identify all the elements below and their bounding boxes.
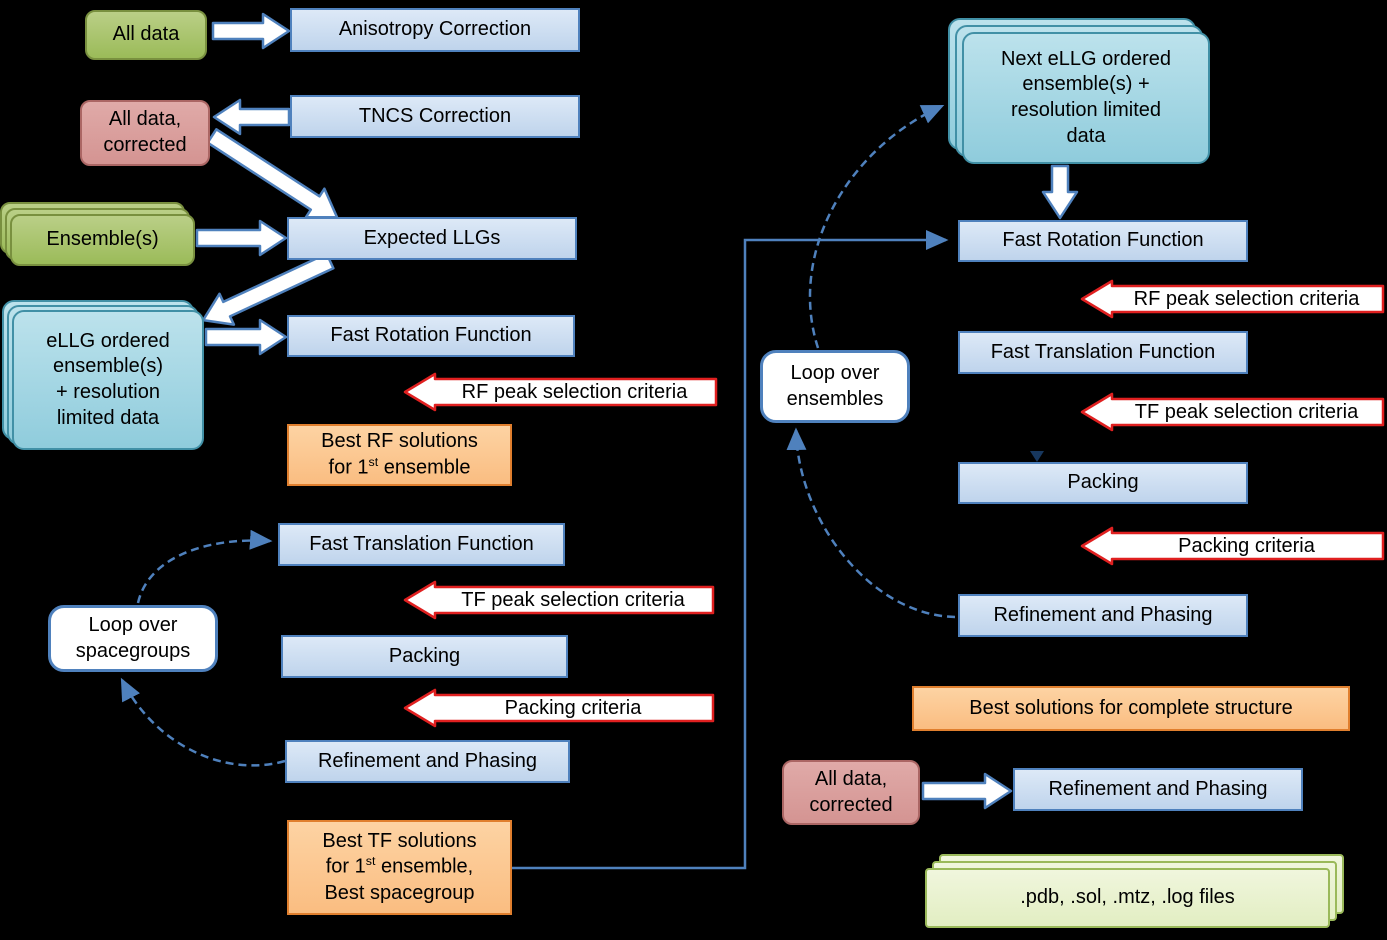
rf-peak-criteria-label-left: RF peak selection criteria <box>461 380 688 403</box>
packing-label-right: Packing <box>1067 471 1139 494</box>
best-tf-solutions-box: Best TF solutions for 1st ensemble, Best… <box>287 820 512 915</box>
output-files-box: .pdb, .sol, .mtz, .log files <box>925 868 1330 928</box>
ensembles-box: Ensemble(s) <box>10 214 195 266</box>
connector-besttf-to-fastrotation <box>512 230 949 870</box>
anisotropy-correction-box: Anisotropy Correction <box>290 8 580 52</box>
ellg-line3: + resolution <box>56 381 160 403</box>
packing-label-left: Packing <box>388 644 461 667</box>
best-rf-solutions-box: Best RF solutions for 1st ensemble <box>287 424 512 486</box>
fast-translation-function-label-right: Fast Translation Function <box>990 340 1216 363</box>
packing-criteria-arrow-left: Packing criteria <box>403 687 715 729</box>
refinement-phasing-label-right: Refinement and Phasing <box>993 603 1213 626</box>
fast-translation-function-label-left: Fast Translation Function <box>309 532 534 555</box>
best-tf-line3: Best spacegroup <box>324 881 475 904</box>
ellg-line1: eLLG ordered <box>46 329 170 352</box>
loop-spacegroups-line2: spacegroups <box>75 639 191 662</box>
all-data-corrected-box-right: All data, corrected <box>782 760 920 825</box>
best-tf-line2-post: ensemble, <box>375 856 474 879</box>
fast-rotation-function-label-right: Fast Rotation Function <box>1002 229 1204 252</box>
expected-llgs-box: Expected LLGs <box>287 217 577 260</box>
packing-criteria-label-left: Packing criteria <box>504 696 642 719</box>
tf-peak-criteria-arrow-right: TF peak selection criteria <box>1080 391 1385 433</box>
all-data-box: All data <box>85 10 207 60</box>
all-data-corrected-right-line2: corrected <box>809 793 893 816</box>
loop-spacegroups-forward-arrow <box>136 529 273 604</box>
fast-rotation-function-box-right: Fast Rotation Function <box>958 220 1248 262</box>
ensembles-label: Ensemble(s) <box>46 228 159 251</box>
arrow-tncs-to-alldatacorrected <box>212 98 291 136</box>
arrow-ensembles-to-expectedllgs <box>195 219 288 257</box>
next-ellg-ordered-ensembles-box: Next eLLG ordered ensemble(s) + resoluti… <box>962 32 1210 164</box>
down-arrow-small <box>1030 451 1044 462</box>
next-ellg-line2: ensemble(s) + <box>1022 73 1150 96</box>
refinement-phasing-final-box: Refinement and Phasing <box>1013 768 1303 811</box>
arrow-alldatacorrected-to-expectedllgs <box>206 128 339 219</box>
packing-box-right: Packing <box>958 462 1248 504</box>
refinement-phasing-box-left: Refinement and Phasing <box>285 740 570 783</box>
packing-criteria-label-right: Packing criteria <box>1178 534 1315 557</box>
best-rf-line1: Best RF solutions <box>321 430 478 453</box>
loop-over-ensembles-box: Loop over ensembles <box>760 350 910 423</box>
all-data-corrected-line1: All data, <box>108 108 182 131</box>
best-rf-line2-pre: for 1 <box>328 456 369 479</box>
refinement-phasing-final-label: Refinement and Phasing <box>1048 777 1268 800</box>
tncs-correction-box: TNCS Correction <box>290 95 580 138</box>
arrow-ellg-to-fastrotation <box>204 318 288 356</box>
tf-peak-criteria-label-left: TF peak selection criteria <box>461 588 685 611</box>
loop-ensembles-line1: Loop over <box>790 361 880 384</box>
next-ellg-line1: Next eLLG ordered <box>1000 47 1172 70</box>
all-data-corrected-box: All data, corrected <box>80 100 210 166</box>
loop-spacegroups-line1: Loop over <box>88 613 178 636</box>
ellg-line2: ensemble(s) <box>52 355 164 378</box>
all-data-corrected-right-line1: All data, <box>814 767 888 790</box>
packing-box-left: Packing <box>281 635 568 678</box>
anisotropy-correction-label: Anisotropy Correction <box>338 18 532 41</box>
best-rf-line2-post: ensemble <box>378 456 471 479</box>
fast-rotation-function-label-left: Fast Rotation Function <box>330 324 532 347</box>
best-tf-sup: st <box>365 854 376 869</box>
all-data-label: All data <box>112 23 180 46</box>
best-tf-line2-pre: for 1 <box>325 856 366 879</box>
best-solutions-label: Best solutions for complete structure <box>969 696 1293 719</box>
expected-llgs-label: Expected LLGs <box>363 226 501 249</box>
tncs-correction-label: TNCS Correction <box>358 104 512 127</box>
loop-ensembles-line2: ensembles <box>786 387 884 410</box>
ellg-ordered-ensembles-box: eLLG ordered ensemble(s) + resolution li… <box>12 310 204 450</box>
best-rf-sup: st <box>368 454 379 469</box>
loop-ensembles-forward-arrow <box>808 104 945 349</box>
fast-translation-function-box-left: Fast Translation Function <box>278 523 565 566</box>
packing-criteria-arrow-right: Packing criteria <box>1080 525 1385 567</box>
best-solutions-complete-structure-box: Best solutions for complete structure <box>912 686 1350 731</box>
fast-translation-function-box-right: Fast Translation Function <box>958 331 1248 374</box>
loop-spacegroups-return-arrow <box>120 677 286 767</box>
loop-ensembles-return-arrow <box>786 427 956 619</box>
arrow-expectedllgs-to-ellg <box>201 252 335 326</box>
ellg-line4: limited data <box>56 406 160 429</box>
arrow-nextellg-to-fastrotation <box>1041 164 1079 220</box>
rf-peak-criteria-arrow-left: RF peak selection criteria <box>403 371 718 413</box>
best-tf-line1: Best TF solutions <box>322 829 477 852</box>
arrow-alldatacorrected-to-refinement-final <box>921 772 1013 810</box>
tf-peak-criteria-label-right: TF peak selection criteria <box>1134 400 1359 423</box>
refinement-phasing-label-left: Refinement and Phasing <box>317 749 538 772</box>
next-ellg-line4: data <box>1066 124 1106 147</box>
output-files-label: .pdb, .sol, .mtz, .log files <box>1020 886 1235 909</box>
fast-rotation-function-box-left: Fast Rotation Function <box>287 315 575 357</box>
rf-peak-criteria-arrow-right: RF peak selection criteria <box>1080 278 1385 320</box>
all-data-corrected-line2: corrected <box>103 134 187 156</box>
tf-peak-criteria-arrow-left: TF peak selection criteria <box>403 579 715 621</box>
next-ellg-line3: resolution limited <box>1010 99 1162 121</box>
refinement-phasing-box-right: Refinement and Phasing <box>958 594 1248 637</box>
arrow-alldata-to-anisotropy <box>211 12 291 50</box>
loop-over-spacegroups-box: Loop over spacegroups <box>48 605 218 672</box>
rf-peak-criteria-label-right: RF peak selection criteria <box>1133 287 1360 310</box>
